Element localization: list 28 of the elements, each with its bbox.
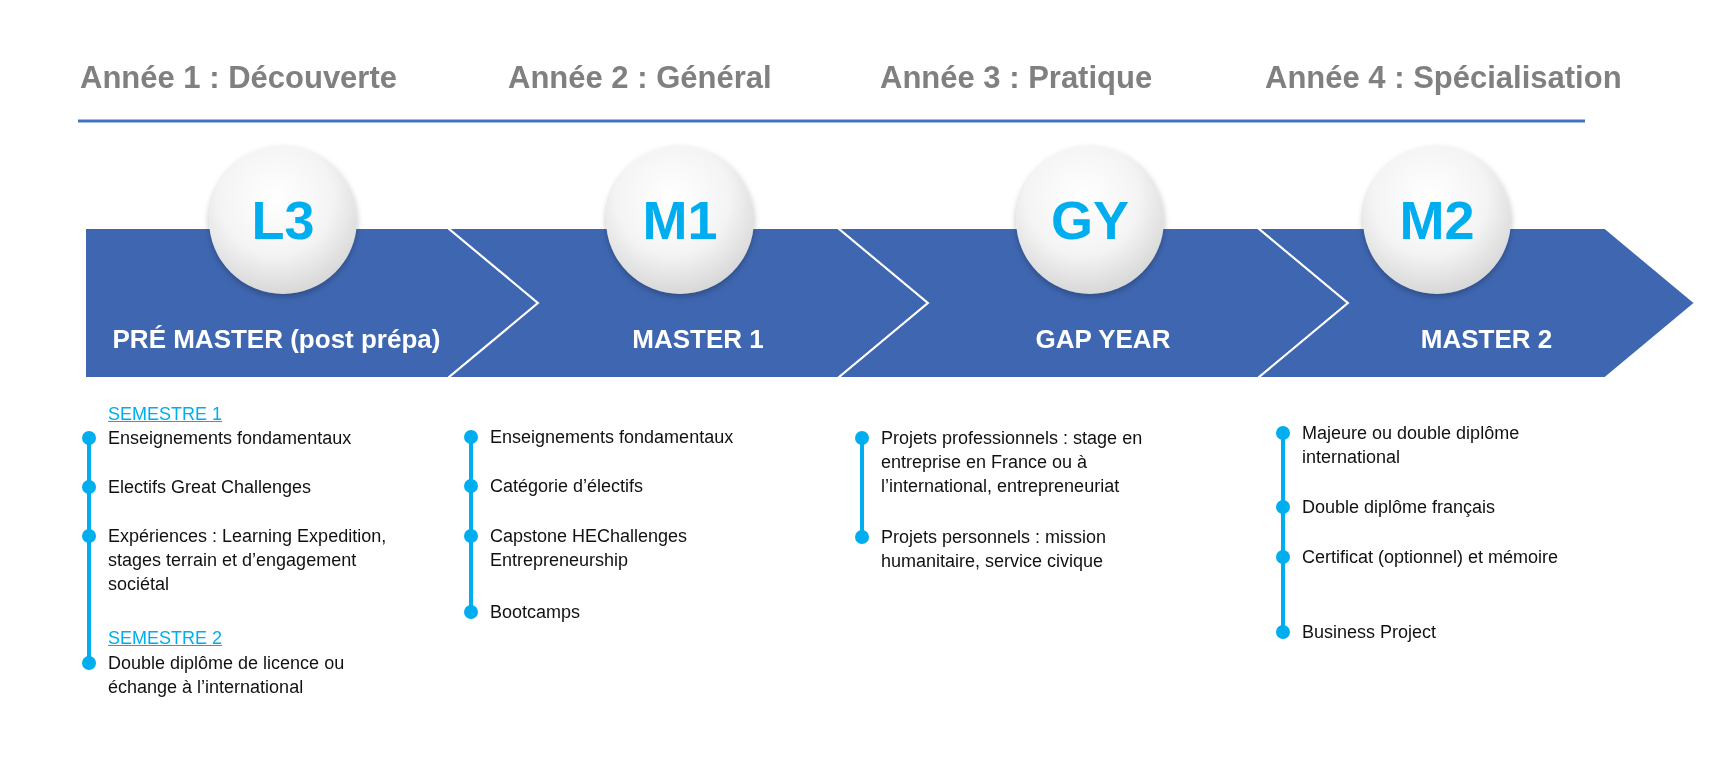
semester-heading: SEMESTRE 1 [108,403,223,426]
band-label: GAP YEAR [1034,324,1172,355]
list-item: Enseignements fondamentaux [108,427,353,450]
badge-label: GY [1051,189,1129,251]
list-item: Projets professionnels : stage en entreprise en France ou à l’international, entrepreneuriat [881,427,1144,498]
badge-label: M2 [1399,189,1475,251]
list-item: Business Project [1302,621,1438,644]
semester-heading: SEMESTRE 2 [108,627,223,650]
section-heading: Année 4 : Spécialisation [1265,60,1622,96]
badge-label: L3 [251,189,315,251]
list-item: Bootcamps [490,601,582,624]
list-item: Double diplôme français [1302,496,1497,519]
band-label: PRÉ MASTER (post prépa) [111,324,442,355]
list-item: Catégorie d’électifs [490,475,645,498]
section-heading: Année 2 : Général [508,60,772,96]
list-item: Double diplôme de licence ou échange à l’international [108,652,346,699]
list-item: Expériences : Learning Expedition, stages terrain et d’engagement sociétal [108,525,388,596]
list-item: Projets personnels : mission humanitaire, service civique [881,526,1108,573]
list-item: Capstone HEChallenges Entrepreneurship [490,525,689,572]
section-heading: Année 1 : Découverte [80,60,397,96]
list-item: Enseignements fondamentaux [490,426,735,449]
band-label: MASTER 1 [631,324,765,355]
list-item: Majeure ou double diplôme international [1302,422,1521,469]
list-item: Certificat (optionnel) et mémoire [1302,546,1560,569]
list-item: Electifs Great Challenges [108,476,313,499]
band-label: MASTER 2 [1419,324,1554,355]
badge-label: M1 [642,189,718,251]
section-heading: Année 3 : Pratique [880,60,1153,96]
